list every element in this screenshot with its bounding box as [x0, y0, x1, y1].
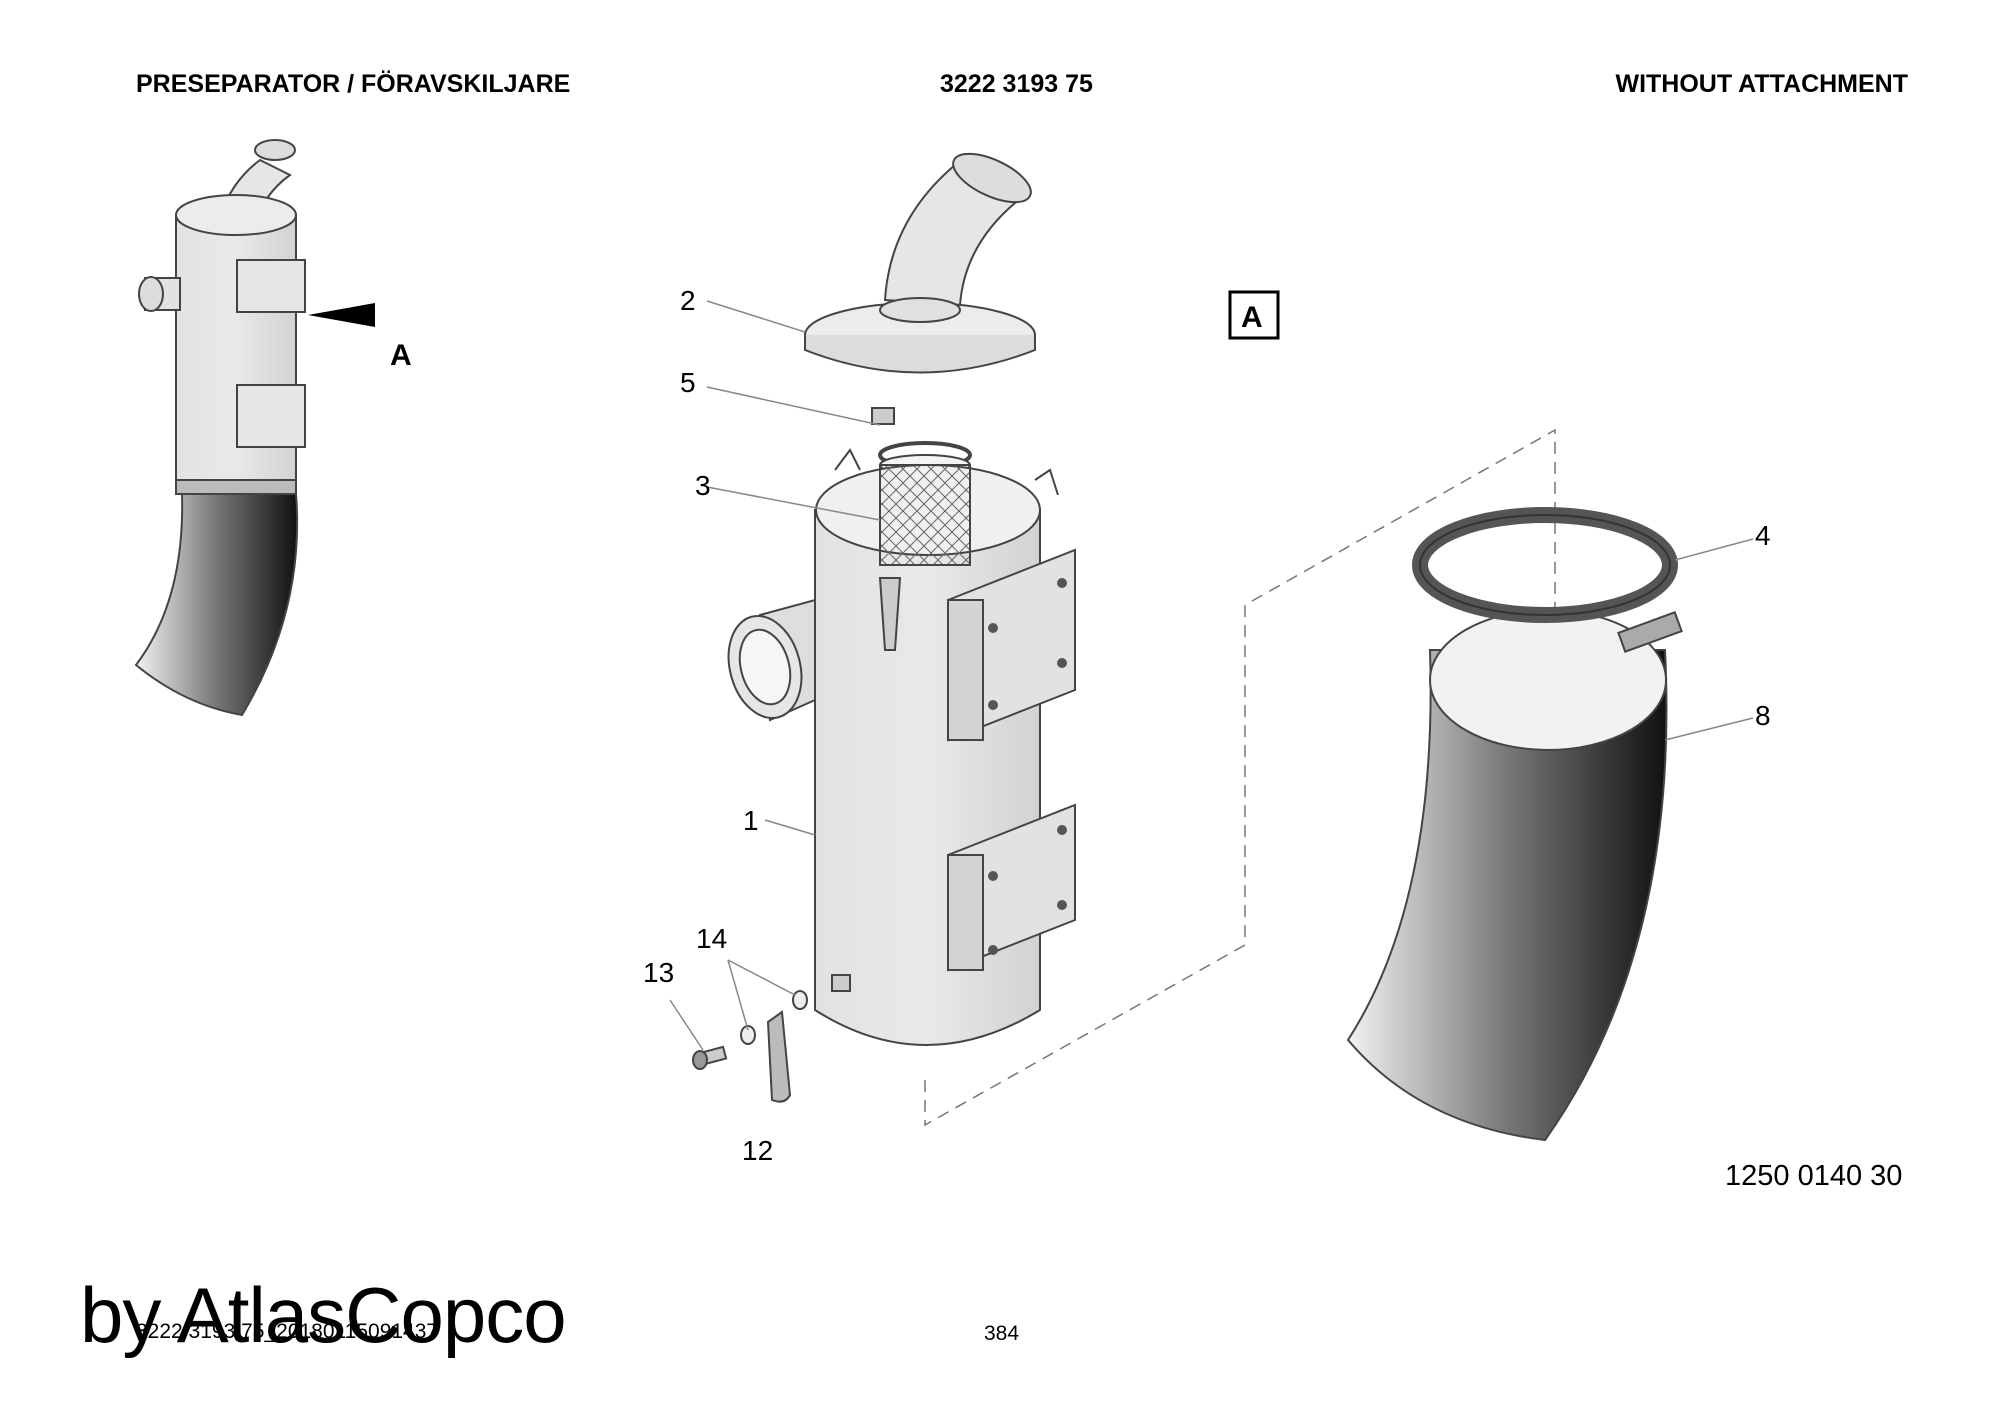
watermark: by AtlasCopco [80, 1271, 567, 1359]
hose-assembly [1346, 507, 1683, 1142]
hidden-lines [924, 428, 1556, 1127]
header-part-number: 3222 3193 75 [940, 70, 1093, 98]
callout-1: 1 [743, 805, 759, 836]
callout-8: 8 [1755, 700, 1771, 731]
view-a-arrow-icon [308, 303, 375, 327]
header-variant: WITHOUT ATTACHMENT [1615, 70, 1908, 98]
main-preseparator [727, 152, 1076, 1046]
leader-lines [669, 300, 1754, 1051]
callout-13: 13 [643, 957, 674, 988]
page-number: 384 [984, 1322, 1020, 1345]
overview-assembly [134, 139, 306, 717]
callout-3: 3 [695, 470, 711, 501]
callout-14: 14 [696, 923, 727, 954]
callout-5: 5 [680, 367, 696, 398]
drawing-number: 1250 0140 30 [1725, 1160, 1903, 1192]
footer-code: 3222 3193 75_20180115091437 [136, 1320, 439, 1343]
view-a-box-label: A [1241, 301, 1263, 334]
callout-numbers: 1 2 3 4 5 8 12 13 14 [643, 285, 1771, 1166]
callout-2: 2 [680, 285, 696, 316]
header-title: PRESEPARATOR / FÖRAVSKILJARE [136, 70, 571, 98]
view-a-arrow-label: A [390, 339, 412, 372]
callout-4: 4 [1755, 520, 1771, 551]
callout-12: 12 [742, 1135, 773, 1166]
view-a-box [1228, 290, 1280, 340]
hardware-parts [692, 990, 808, 1103]
